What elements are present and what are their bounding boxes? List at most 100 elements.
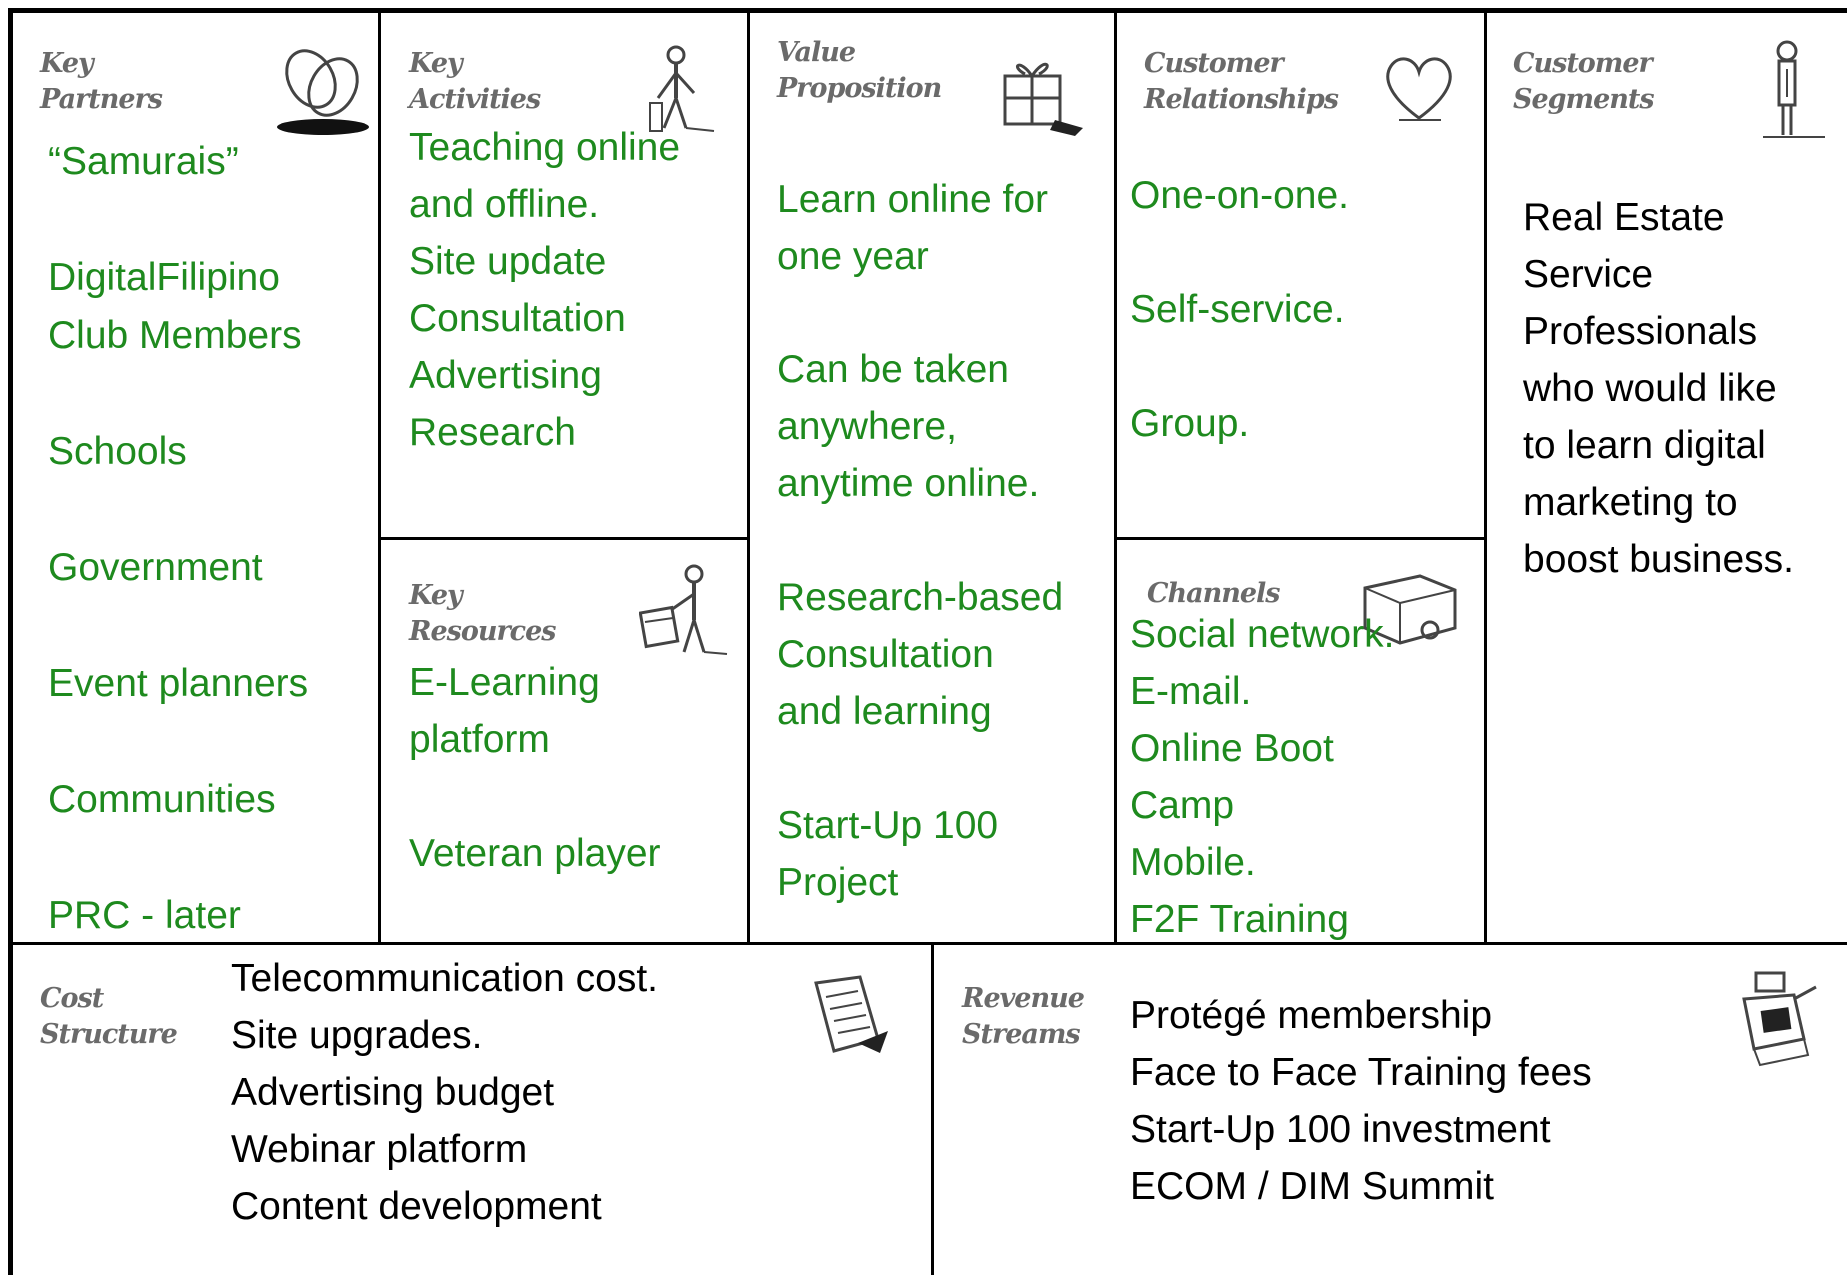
list-spacer [777, 512, 1063, 569]
list-item: Site update [409, 240, 607, 283]
key-activities-heading: Key Activities [409, 46, 541, 118]
list-item: Event planners [48, 662, 309, 705]
customer-relationships-list: One-on-one. Self-service. Group. [1130, 167, 1349, 452]
list-item: Advertising [409, 354, 602, 397]
key-activities-list: Teaching online and offline. Site update… [409, 119, 680, 461]
channels-heading: Channels [1147, 576, 1281, 612]
list-item: Club Members [48, 314, 302, 357]
heading-line: Value [777, 37, 856, 68]
list-spacer [48, 365, 308, 423]
list-item: Site upgrades. [231, 1014, 483, 1057]
value-proposition-heading: Value Proposition [777, 35, 942, 107]
customer-relationships-heading: Customer Relationships [1144, 46, 1339, 118]
heading-line: Cost [40, 983, 104, 1014]
list-spacer [1130, 338, 1349, 395]
value-proposition-block: Value Proposition Learn online for one y… [750, 13, 1114, 942]
key-resources-list: E-Learning platform Veteran player [409, 654, 661, 882]
divider [378, 8, 381, 945]
heading-line: Channels [1147, 578, 1281, 609]
delivery-truck-icon [1360, 568, 1465, 658]
list-spacer [1130, 224, 1349, 281]
list-spacer [48, 597, 308, 655]
cost-structure-list: Telecommunication cost. Site upgrades. A… [231, 950, 658, 1235]
heading-line: Resources [409, 616, 557, 647]
revenue-streams-list: Protégé membership Face to Face Training… [1130, 987, 1592, 1215]
heading-line: Customer [1144, 48, 1284, 79]
list-item: One-on-one. [1130, 174, 1349, 217]
list-item: Consultation [409, 297, 626, 340]
worker-with-crate-icon [638, 562, 729, 667]
list-item: Communities [48, 778, 276, 821]
list-item: anytime online. [777, 462, 1040, 505]
list-item: anywhere, [777, 405, 957, 448]
list-item: marketing to [1523, 481, 1738, 524]
list-item: Content development [231, 1185, 602, 1228]
divider [378, 537, 750, 540]
list-item: who would like [1523, 367, 1777, 410]
key-partners-list: “Samurais” DigitalFilipino Club Members … [48, 133, 308, 945]
cash-register-icon [1734, 969, 1819, 1074]
worker-icon [646, 43, 716, 143]
list-item: “Samurais” [48, 140, 239, 183]
key-partners-block: Key Partners “Samurais” DigitalFilipino … [13, 13, 378, 942]
heading-line: Key [40, 48, 94, 79]
customer-segments-block: Customer Segments Real Estate Service Pr… [1487, 13, 1847, 942]
channels-list: Social network. E-mail. Online Boot Camp… [1130, 606, 1394, 948]
list-item: F2F Training [1130, 898, 1349, 941]
divider [8, 942, 1847, 945]
divider [747, 8, 750, 945]
heading-line: Proposition [777, 73, 942, 104]
list-item: boost business. [1523, 538, 1795, 581]
customer-segments-heading: Customer Segments [1513, 46, 1655, 118]
list-item: Can be taken [777, 348, 1010, 391]
list-item: Advertising budget [231, 1071, 555, 1114]
divider [1114, 8, 1117, 945]
cost-structure-block: Cost Structure Telecommunication cost. S… [13, 945, 931, 1275]
key-activities-block: Key Activities Teaching online and offli… [381, 13, 747, 537]
list-item: Service [1523, 253, 1654, 296]
list-item: E-mail. [1130, 670, 1252, 713]
customer-segments-list: Real Estate Service Professionals who wo… [1523, 189, 1794, 588]
list-item: Face to Face Training fees [1130, 1051, 1592, 1094]
list-item: Veteran player [409, 832, 661, 875]
list-item: Teaching online [409, 126, 681, 169]
gift-package-icon [995, 48, 1090, 148]
customer-relationships-block: Customer Relationships One-on-one. Self-… [1117, 13, 1484, 537]
heading-line: Partners [40, 84, 163, 115]
chain-links-icon [271, 39, 376, 144]
divider [1114, 537, 1487, 540]
key-resources-heading: Key Resources [409, 578, 557, 650]
list-item: to learn digital [1523, 424, 1766, 467]
key-resources-block: Key Resources E-Learning platform Vetera… [381, 540, 747, 942]
list-item: Social network. [1130, 613, 1395, 656]
list-item: Group. [1130, 402, 1250, 445]
list-item: Consultation [777, 633, 994, 676]
list-item: Online Boot [1130, 727, 1334, 770]
list-item: platform [409, 718, 550, 761]
list-item: and learning [777, 690, 992, 733]
list-item: Research-based [777, 576, 1064, 619]
list-item: Webinar platform [231, 1128, 528, 1171]
list-item: ECOM / DIM Summit [1130, 1165, 1495, 1208]
receipt-icon [798, 973, 893, 1073]
list-item: PRC - later [48, 894, 241, 937]
list-item: and offline. [409, 183, 600, 226]
heading-line: Customer [1513, 48, 1653, 79]
revenue-streams-heading: Revenue Streams [962, 981, 1085, 1053]
heading-line: Revenue [962, 983, 1085, 1014]
list-item: DigitalFilipino [48, 256, 280, 299]
list-item: Real Estate [1523, 196, 1725, 239]
list-item: Project [777, 861, 899, 904]
list-item: Telecommunication cost. [231, 957, 659, 1000]
list-item: Mobile. [1130, 841, 1256, 884]
canvas-frame [8, 8, 1847, 1275]
list-item: Start-Up 100 [777, 804, 999, 847]
revenue-streams-block: Revenue Streams Protégé membership Face … [934, 945, 1847, 1275]
list-spacer [48, 481, 308, 539]
divider [931, 942, 934, 1275]
list-item: Learn online for [777, 178, 1049, 221]
heading-line: Relationships [1144, 84, 1339, 115]
list-item: Self-service. [1130, 288, 1345, 331]
key-partners-heading: Key Partners [40, 46, 163, 118]
